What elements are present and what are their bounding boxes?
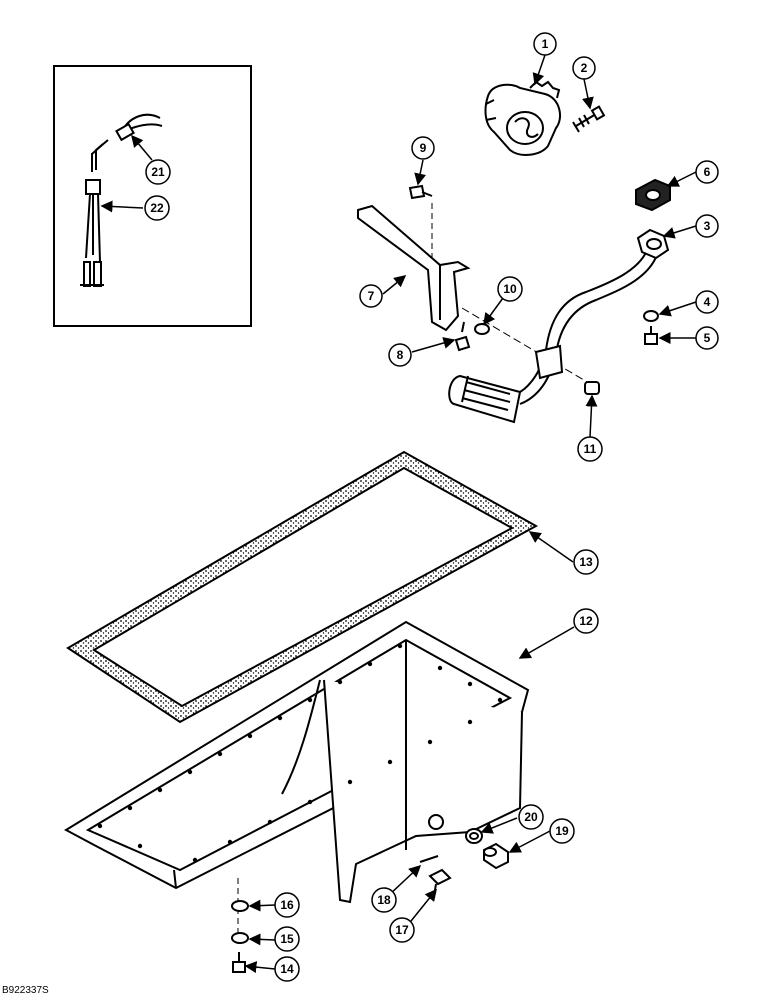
callout-13: 13 bbox=[573, 549, 599, 575]
bolt-part bbox=[644, 326, 658, 345]
pickup-tube-part bbox=[448, 228, 670, 424]
callout-20: 20 bbox=[518, 804, 544, 830]
callout-5: 5 bbox=[695, 326, 719, 350]
svg-text:4: 4 bbox=[704, 295, 711, 309]
svg-text:3: 3 bbox=[704, 219, 711, 233]
svg-text:15: 15 bbox=[280, 932, 294, 946]
svg-text:6: 6 bbox=[704, 165, 711, 179]
svg-text:1: 1 bbox=[542, 37, 549, 51]
svg-text:13: 13 bbox=[579, 555, 593, 569]
svg-text:17: 17 bbox=[395, 923, 409, 937]
flange-gasket-part bbox=[635, 178, 671, 212]
callout-1: 1 bbox=[533, 32, 557, 56]
callout-4: 4 bbox=[695, 290, 719, 314]
washer-part bbox=[643, 310, 659, 322]
callout-18: 18 bbox=[371, 887, 397, 913]
svg-text:5: 5 bbox=[704, 331, 711, 345]
callout-17: 17 bbox=[389, 917, 415, 943]
svg-text:18: 18 bbox=[377, 893, 391, 907]
nut-part bbox=[584, 381, 600, 395]
callout-2: 2 bbox=[572, 56, 596, 80]
figure-code: B922337S bbox=[2, 985, 49, 996]
bolt-part bbox=[408, 184, 433, 200]
washer-part bbox=[474, 323, 490, 335]
oil-pan-gasket-part bbox=[66, 450, 539, 724]
oil-pan-bolt-holes bbox=[97, 643, 503, 863]
svg-text:7: 7 bbox=[368, 289, 375, 303]
svg-text:20: 20 bbox=[524, 810, 538, 824]
callout-8: 8 bbox=[388, 343, 412, 367]
svg-text:8: 8 bbox=[397, 348, 404, 362]
svg-text:2: 2 bbox=[581, 61, 588, 75]
callout-12: 12 bbox=[573, 608, 599, 634]
drain-plug-part bbox=[483, 842, 509, 870]
svg-text:12: 12 bbox=[579, 614, 593, 628]
oil-pan-part bbox=[63, 620, 530, 904]
sensor-part bbox=[428, 868, 452, 897]
svg-text:11: 11 bbox=[584, 442, 597, 456]
svg-text:19: 19 bbox=[555, 824, 569, 838]
bolt-part bbox=[572, 105, 606, 133]
callout-16: 16 bbox=[274, 892, 300, 918]
wiring-harness-part bbox=[80, 113, 163, 287]
svg-text:16: 16 bbox=[280, 898, 294, 912]
seal-ring-part bbox=[465, 828, 483, 844]
oil-pump-part bbox=[484, 80, 561, 156]
callout-22: 22 bbox=[144, 195, 170, 221]
svg-text:9: 9 bbox=[420, 141, 427, 155]
callout-14: 14 bbox=[274, 956, 300, 982]
svg-text:10: 10 bbox=[503, 282, 517, 296]
inset-box bbox=[53, 65, 252, 327]
callout-6: 6 bbox=[695, 160, 719, 184]
callout-7: 7 bbox=[359, 284, 383, 308]
leader-lines bbox=[100, 54, 697, 974]
callout-9: 9 bbox=[411, 136, 435, 160]
callout-19: 19 bbox=[549, 818, 575, 844]
svg-text:22: 22 bbox=[150, 201, 164, 215]
bolt-part bbox=[454, 321, 471, 352]
washer-part bbox=[231, 900, 249, 944]
bracket-part bbox=[357, 204, 471, 332]
callout-15: 15 bbox=[274, 926, 300, 952]
pin-part bbox=[419, 855, 439, 863]
bolt-part bbox=[232, 952, 246, 973]
svg-text:14: 14 bbox=[280, 962, 294, 976]
svg-text:21: 21 bbox=[151, 165, 165, 179]
callout-10: 10 bbox=[497, 276, 523, 302]
callout-11: 11 bbox=[577, 436, 603, 462]
callout-21: 21 bbox=[145, 159, 171, 185]
callout-3: 3 bbox=[695, 214, 719, 238]
